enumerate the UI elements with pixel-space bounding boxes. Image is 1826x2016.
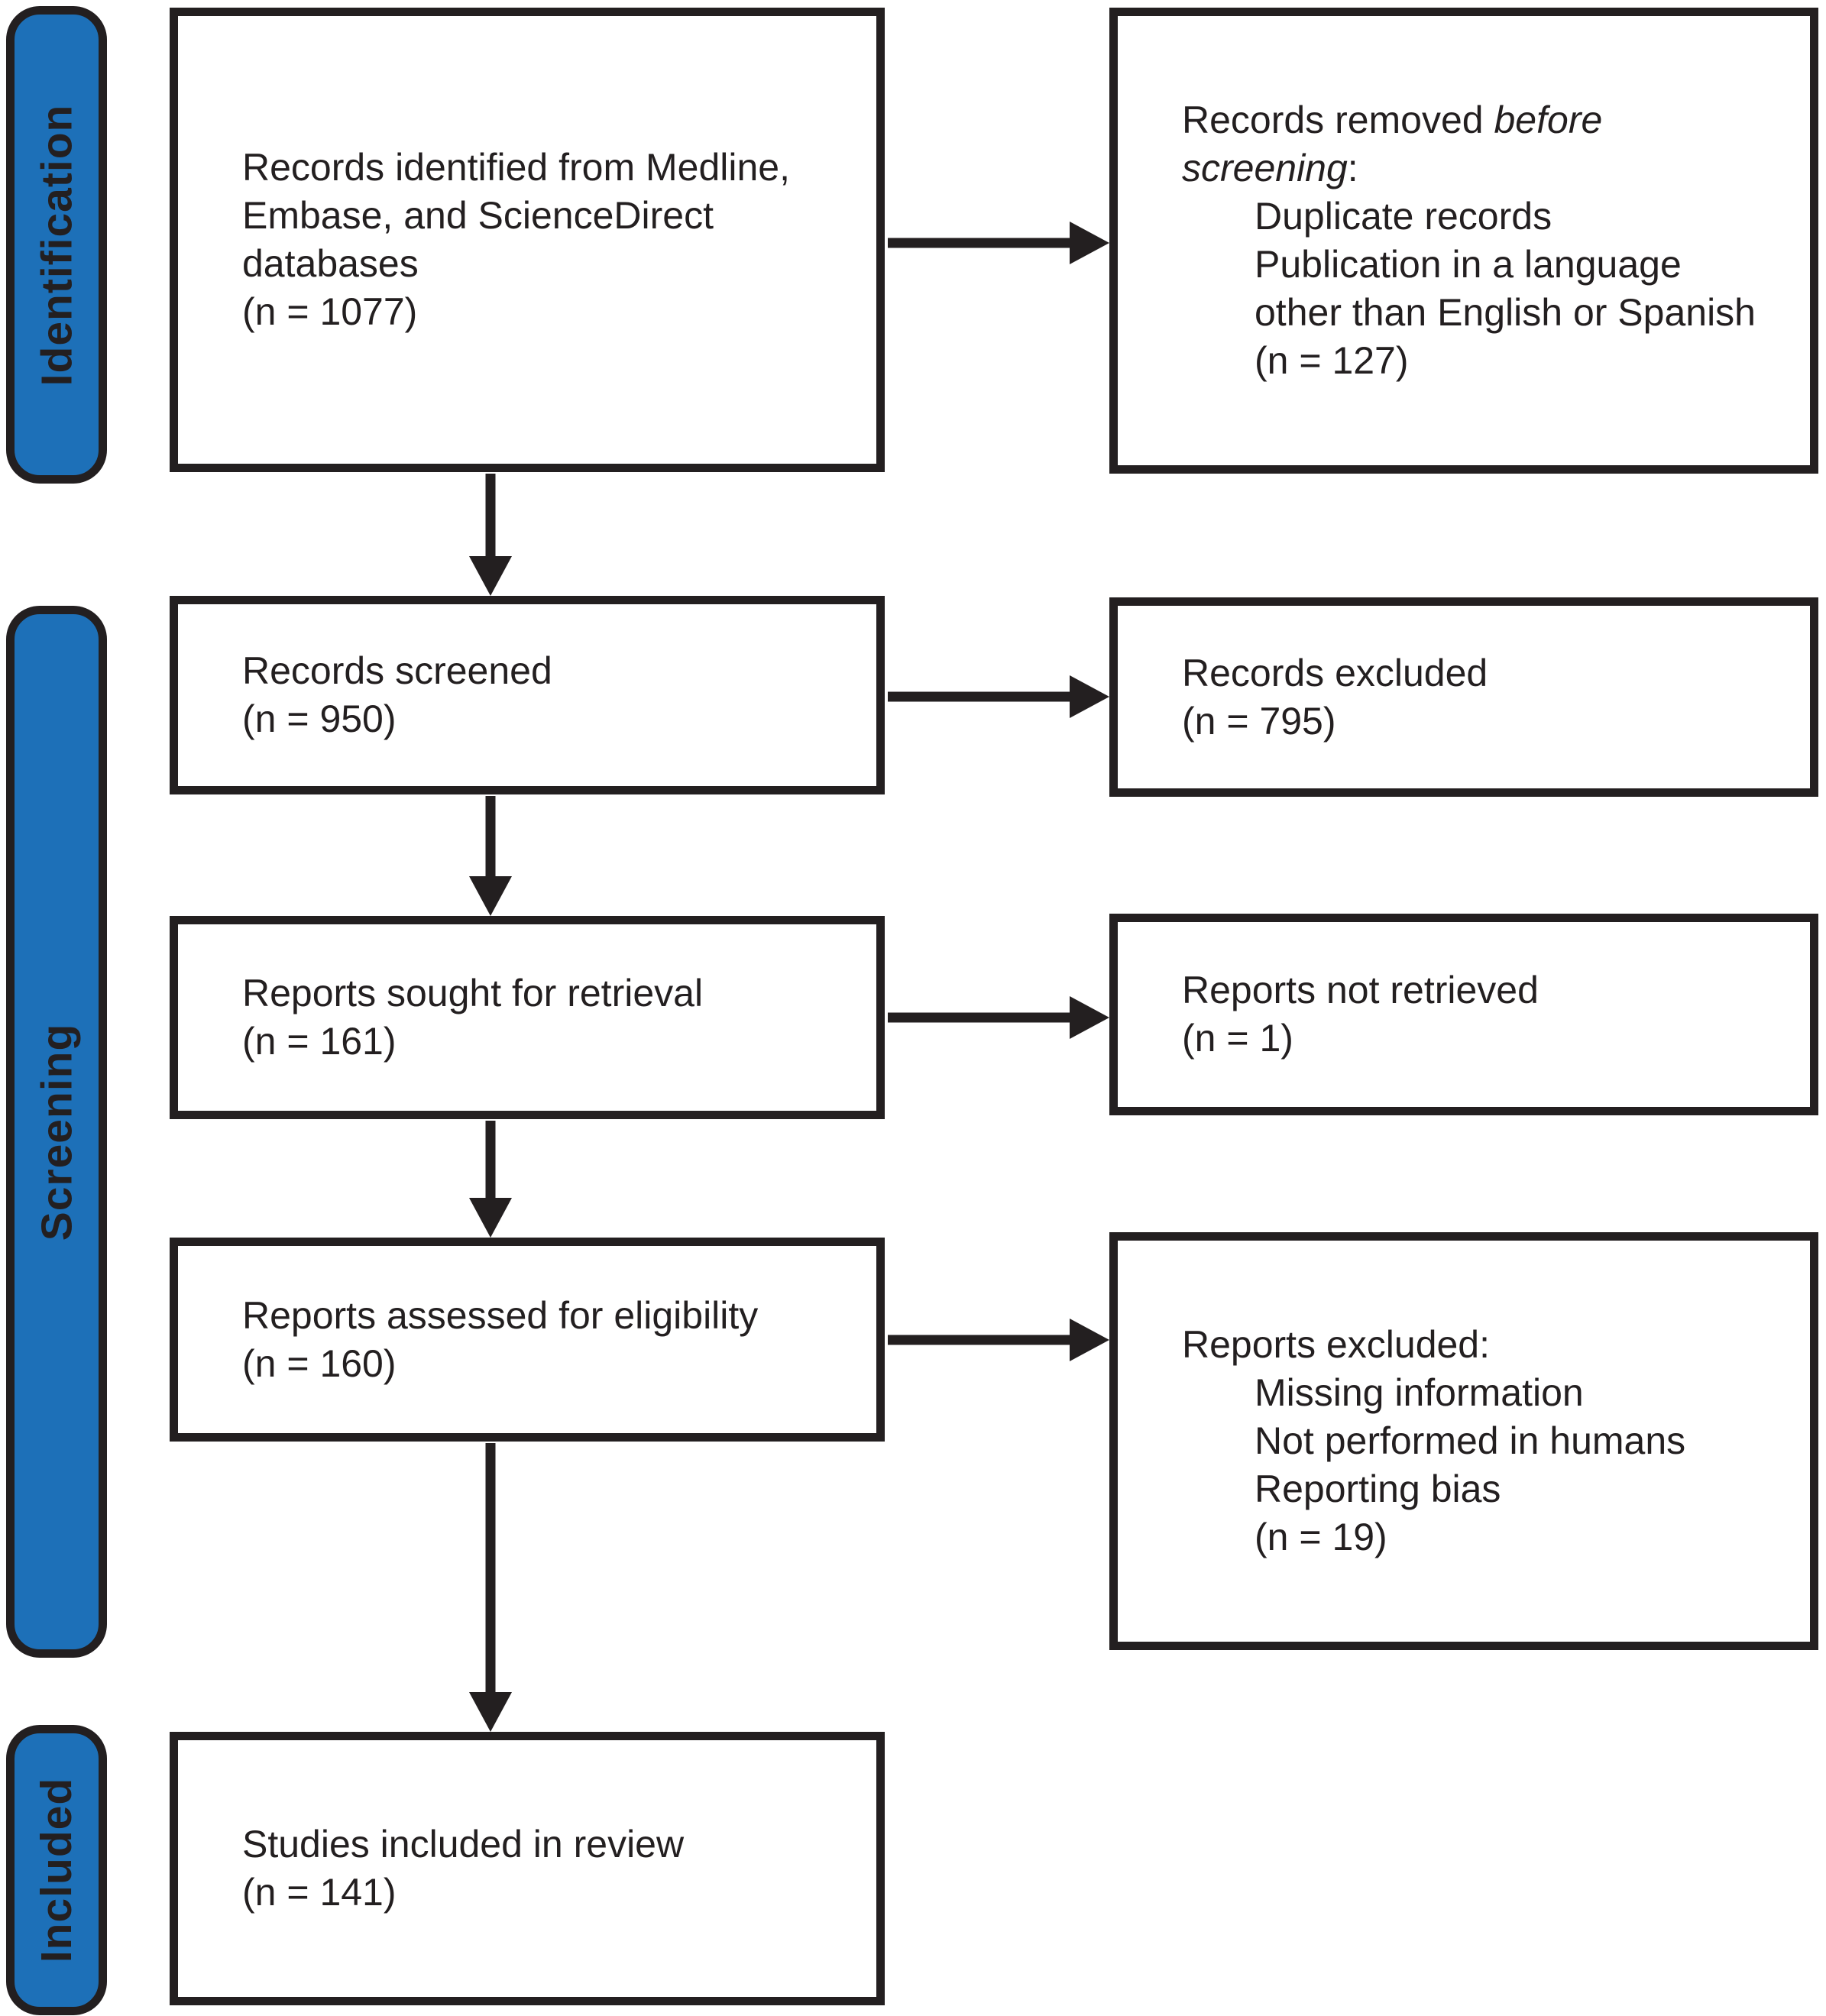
box-reports-assessed: Reports assessed for eligibility (n = 16… [170, 1238, 885, 1442]
arrow-identified-to-screened [469, 474, 512, 596]
box-studies-included: Studies included in review (n = 141) [170, 1732, 885, 2005]
arrow-assessed-to-included [469, 1443, 512, 1732]
box-text-line: Reports sought for retrieval [242, 972, 704, 1014]
box-count: (n = 141) [242, 1871, 397, 1914]
box-records-removed: Records removed before screening: Duplic… [1109, 8, 1818, 474]
box-text-line: Reports assessed for eligibility [242, 1293, 759, 1337]
box-records-screened: Records screened (n = 950) [170, 596, 885, 794]
exclusion-reason: Publication in a language other than Eng… [1255, 243, 1756, 334]
box-text-line: databases [242, 242, 419, 285]
box-count: (n = 1) [1182, 1017, 1293, 1060]
stage-bar-screening: Screening [6, 606, 107, 1658]
arrow-screened-to-excluded [888, 675, 1109, 718]
intro-text: Records removed [1182, 99, 1494, 141]
stage-label-identification: Identification [32, 104, 82, 386]
stage-label-screening: Screening [32, 1023, 81, 1241]
box-count: (n = 127) [1255, 339, 1409, 382]
box-text-line: Reports not retrieved [1182, 969, 1539, 1011]
box-reports-excluded: Reports excluded: Missing information No… [1109, 1232, 1818, 1650]
stage-bar-identification: Identification [6, 6, 107, 484]
box-records-identified: Records identified from Medline, Embase,… [170, 8, 885, 472]
arrow-sought-to-assessed [469, 1121, 512, 1238]
box-records-excluded: Records excluded (n = 795) [1109, 597, 1818, 797]
box-count: (n = 161) [242, 1020, 397, 1063]
box-count: (n = 950) [242, 697, 397, 740]
exclusion-reason: Not performed in humans [1255, 1419, 1686, 1462]
box-count: (n = 1077) [242, 290, 418, 333]
box-text-line: Embase, and ScienceDirect [242, 194, 714, 237]
intro-colon: : [1347, 147, 1358, 189]
intro-italic-text: before screening [1182, 99, 1603, 189]
exclusion-reason: Reporting bias [1255, 1468, 1501, 1510]
box-text-line: Records removed before screening: [1182, 96, 1768, 193]
box-count: (n = 795) [1182, 699, 1336, 743]
box-text-line: Reports excluded: [1182, 1323, 1491, 1366]
stage-label-included: Included [32, 1777, 82, 1963]
box-count: (n = 160) [242, 1341, 397, 1385]
exclusion-reason: Missing information [1255, 1371, 1584, 1414]
stage-bar-included: Included [6, 1725, 107, 2015]
arrow-sought-to-not-retrieved [888, 996, 1109, 1039]
arrow-assessed-to-reports-excluded [888, 1319, 1109, 1361]
box-text-line: Records screened [242, 649, 552, 692]
arrow-screened-to-sought [469, 796, 512, 916]
box-reports-sought: Reports sought for retrieval (n = 161) [170, 916, 885, 1119]
box-text-line: Studies included in review [242, 1823, 685, 1866]
box-count: (n = 19) [1255, 1516, 1387, 1558]
exclusion-reason: Duplicate records [1255, 195, 1552, 238]
box-text-line: Records identified from Medline, [242, 146, 790, 189]
box-text-line: Records excluded [1182, 651, 1488, 694]
arrow-identified-to-removed [888, 222, 1109, 264]
box-reports-not-retrieved: Reports not retrieved (n = 1) [1109, 914, 1818, 1115]
